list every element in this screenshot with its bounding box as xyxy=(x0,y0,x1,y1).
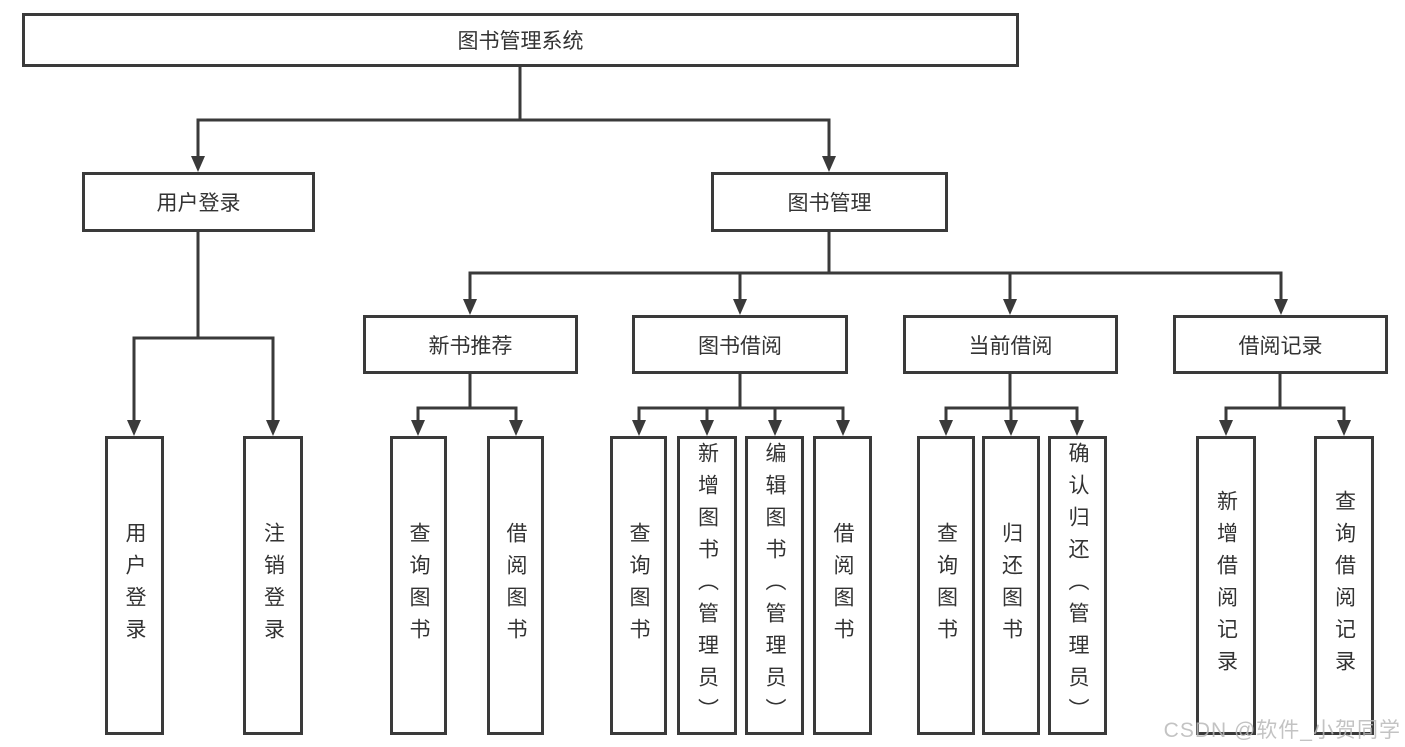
node-user-login: 用户登录 xyxy=(82,172,315,232)
leaf-label: 归还图书 xyxy=(999,521,1023,650)
leaf-return-books: 归还图书 xyxy=(982,436,1040,735)
leaf-label: 查询借阅记录 xyxy=(1332,489,1356,682)
leaf-edit-books-admin: 编辑图书（管理员） xyxy=(745,436,804,735)
leaf-query-books-recommend: 查询图书 xyxy=(390,436,447,735)
leaf-label: 注销登录 xyxy=(261,521,285,650)
leaf-label: 确认归还（管理员） xyxy=(1066,441,1089,730)
arrowheads xyxy=(127,156,1351,436)
leaf-label: 编辑图书（管理员） xyxy=(763,441,786,730)
leaf-label: 新增借阅记录 xyxy=(1214,489,1238,682)
leaf-label: 新增图书（管理员） xyxy=(695,441,719,730)
leaf-borrow-books-borrowing: 借阅图书 xyxy=(813,436,872,735)
leaf-label: 查询图书 xyxy=(407,521,430,650)
leaf-logout: 注销登录 xyxy=(243,436,303,735)
leaf-add-borrow-record: 新增借阅记录 xyxy=(1196,436,1256,735)
leaf-user-login: 用户登录 xyxy=(105,436,164,735)
leaf-borrow-books-recommend: 借阅图书 xyxy=(487,436,544,735)
node-book-borrowing: 图书借阅 xyxy=(632,315,848,374)
leaf-label: 查询图书 xyxy=(934,521,958,650)
leaf-label: 借阅图书 xyxy=(831,521,854,650)
node-new-book-recommend: 新书推荐 xyxy=(363,315,578,374)
leaf-label: 用户登录 xyxy=(123,521,146,650)
node-current-borrowing: 当前借阅 xyxy=(903,315,1118,374)
node-book-management: 图书管理 xyxy=(711,172,948,232)
leaf-label: 查询图书 xyxy=(627,521,650,650)
leaf-label: 借阅图书 xyxy=(504,521,527,650)
leaf-add-books-admin: 新增图书（管理员） xyxy=(677,436,737,735)
csdn-watermark: CSDN @软件_小贺同学 xyxy=(1163,719,1401,742)
leaf-query-borrow-record: 查询借阅记录 xyxy=(1314,436,1374,735)
node-library-management-system: 图书管理系统 xyxy=(22,13,1019,67)
leaf-query-books-borrowing: 查询图书 xyxy=(610,436,667,735)
node-borrowing-records: 借阅记录 xyxy=(1173,315,1388,374)
leaf-query-books-current: 查询图书 xyxy=(917,436,975,735)
leaf-confirm-return-admin: 确认归还（管理员） xyxy=(1048,436,1107,735)
